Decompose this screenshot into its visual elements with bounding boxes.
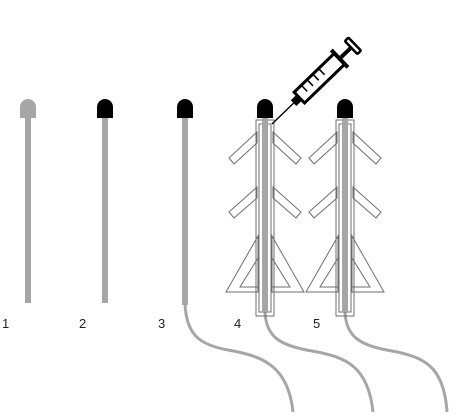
probe-cap-icon	[337, 99, 353, 118]
probe-cap-icon	[20, 99, 36, 118]
probe-step-4	[225, 36, 375, 413]
probe-rod	[342, 115, 348, 312]
step-label-1: 1	[2, 316, 9, 331]
probe-rod	[262, 115, 268, 312]
probe-rod	[102, 115, 108, 303]
probe-cap-icon	[97, 99, 113, 118]
probe-cap-icon	[257, 99, 273, 118]
probe-cap-icon	[177, 99, 193, 118]
syringe-icon	[271, 36, 362, 125]
cable-icon	[263, 311, 375, 413]
probe-step-3	[177, 99, 295, 413]
step-label-3: 3	[158, 316, 165, 331]
step-label-4: 4	[234, 316, 241, 331]
probe-rod	[182, 115, 188, 305]
probe-step-5	[305, 99, 449, 413]
cable-icon	[183, 302, 295, 413]
anchor-outline-icon	[225, 119, 305, 317]
probe-rod	[25, 115, 31, 303]
step-label-2: 2	[79, 316, 86, 331]
cable-icon	[343, 311, 449, 413]
probe-step-2	[97, 99, 113, 303]
anchor-outline-icon	[305, 119, 385, 317]
step-label-5: 5	[313, 316, 320, 331]
probe-step-1	[20, 99, 36, 303]
